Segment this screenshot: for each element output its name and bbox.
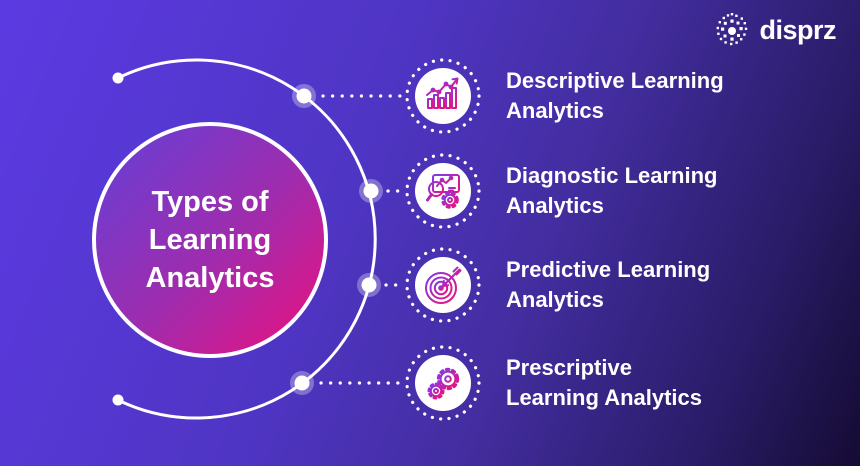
arc-node-prescriptive [290, 371, 314, 395]
label-diagnostic-line-1: Diagnostic Learning [506, 163, 718, 188]
label-prescriptive-line-2: Learning Analytics [506, 385, 703, 410]
label-predictive-line-2: Analytics [506, 287, 604, 312]
arc-endpoint-top-dot [112, 72, 124, 84]
page-title-line-2: Learning [148, 224, 272, 256]
disprz-logo-icon [717, 13, 748, 46]
icon-badge-prescriptive [393, 333, 493, 433]
label-predictive: Predictive Learning Analytics [506, 255, 806, 315]
arc-node-diagnostic [359, 179, 383, 203]
arc-endpoint-bottom-dot [112, 394, 124, 406]
target-dart-icon [405, 247, 481, 323]
icon-badge-diagnostic [393, 141, 493, 241]
icon-badge-descriptive [393, 46, 493, 146]
main-arc [116, 58, 377, 420]
label-prescriptive: Prescriptive Learning Analytics [506, 353, 806, 413]
growth-bar-chart-icon [405, 58, 481, 134]
label-descriptive: Descriptive Learning Analytics [506, 66, 806, 126]
double-gear-icon [405, 345, 481, 421]
arc-node-descriptive [292, 84, 316, 108]
label-prescriptive-line-1: Prescriptive [506, 355, 632, 380]
label-predictive-line-1: Predictive Learning [506, 257, 711, 282]
label-diagnostic: Diagnostic Learning Analytics [506, 161, 806, 221]
disprz-logo-text: disprz [759, 14, 836, 45]
label-descriptive-line-2: Analytics [506, 98, 604, 123]
arc-node-predictive [357, 273, 381, 297]
label-descriptive-line-1: Descriptive Learning [506, 68, 724, 93]
label-diagnostic-line-2: Analytics [506, 193, 604, 218]
disprz-logo: disprz [712, 10, 836, 50]
page-title: Types of Learning Analytics [146, 183, 275, 297]
page-title-line-1: Types of [151, 186, 269, 218]
center-title-circle: Types of Learning Analytics [92, 122, 328, 358]
magnifier-analytics-gear-icon [405, 153, 481, 229]
page-title-line-3: Analytics [145, 262, 275, 294]
icon-badge-predictive [393, 235, 493, 335]
